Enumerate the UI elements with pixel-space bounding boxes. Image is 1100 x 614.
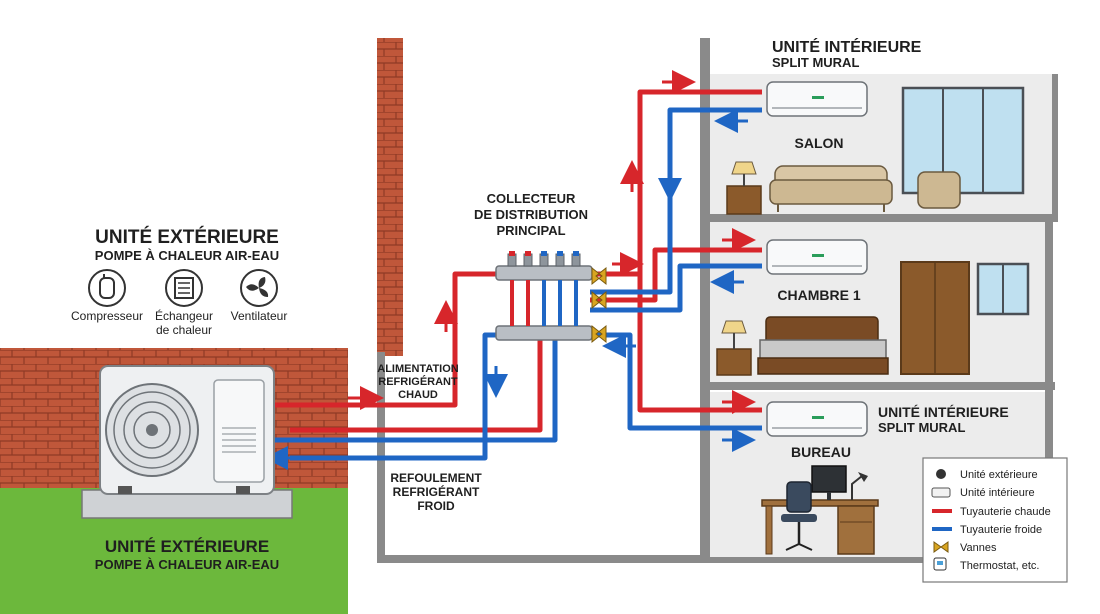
sofa	[769, 165, 893, 212]
armchair	[917, 171, 961, 209]
valve-icon	[933, 541, 949, 553]
hot-pipes	[275, 89, 762, 433]
salon-lamp-table	[726, 161, 762, 215]
indoor-unit-chambre	[766, 239, 868, 275]
indoor-unit-salon	[766, 81, 868, 117]
compressor-icon	[88, 269, 126, 307]
monitor	[811, 465, 847, 500]
chambre-window	[976, 262, 1030, 316]
heat-exchanger-icon	[165, 269, 203, 307]
desk-lamp	[851, 472, 868, 500]
flow-arrows	[264, 70, 756, 470]
bed	[757, 316, 889, 375]
distribution-manifold	[495, 251, 607, 344]
outdoor-unit	[81, 365, 293, 519]
desk	[761, 499, 879, 555]
office-chair	[781, 481, 817, 551]
indoor-unit-bureau	[766, 401, 868, 437]
indoor-unit-icon	[931, 487, 951, 498]
legend-box	[922, 457, 1068, 583]
fan-icon	[240, 269, 278, 307]
wardrobe	[900, 261, 970, 375]
chambre-lamp-table	[716, 320, 752, 376]
outdoor-unit-icon	[936, 469, 946, 479]
chimney	[377, 38, 403, 356]
